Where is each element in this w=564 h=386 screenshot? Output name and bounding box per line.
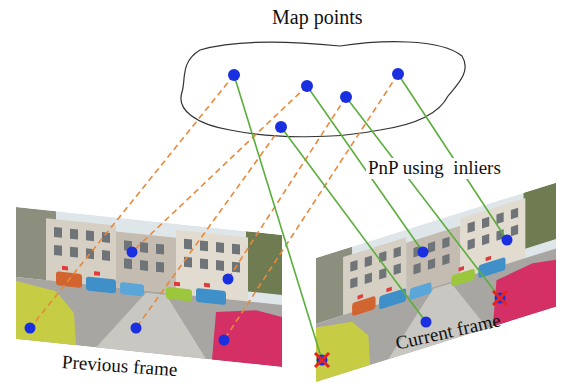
label: PnP using inliers [366,158,503,179]
label: Previous frame [61,352,178,381]
label: Map points [272,6,363,28]
